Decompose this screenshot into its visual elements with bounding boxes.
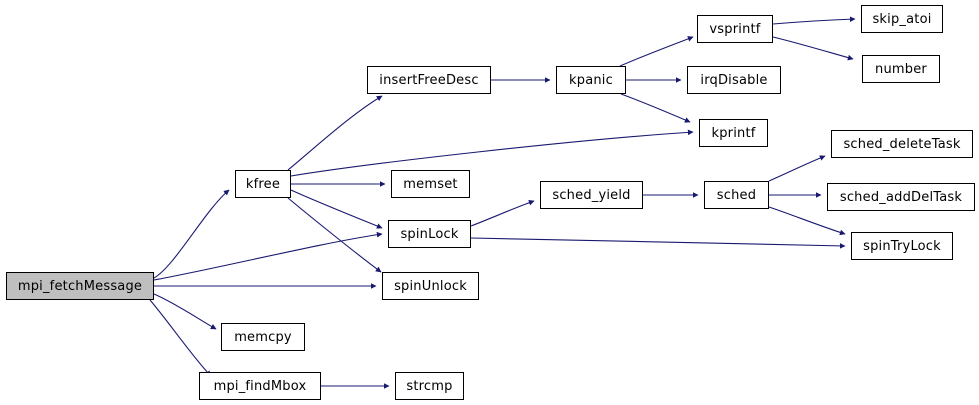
edge-kpanic-to-vsprintf <box>619 36 694 67</box>
graph-node-skip_atoi[interactable]: skip_atoi <box>861 5 943 33</box>
graph-node-label: number <box>875 61 927 77</box>
graph-node-kfree[interactable]: kfree <box>235 170 291 198</box>
graph-node-number[interactable]: number <box>862 55 940 83</box>
graph-node-sched_yield[interactable]: sched_yield <box>540 181 643 209</box>
edge-kfree-to-kprintf <box>290 129 694 177</box>
graph-node-irqDisable[interactable]: irqDisable <box>687 66 781 94</box>
edge-kfree-to-insertFreeDesc <box>287 95 383 171</box>
graph-node-label: irqDisable <box>700 72 768 88</box>
edge-spinLock-to-spinTryLock <box>470 237 846 249</box>
graph-node-sched_addDelTask[interactable]: sched_addDelTask <box>827 183 975 211</box>
edge-kfree-to-spinUnlock <box>287 197 382 273</box>
edge-sched-to-spinTryLock <box>768 206 846 236</box>
graph-node-strcmp[interactable]: strcmp <box>395 372 464 400</box>
graph-node-memcpy[interactable]: memcpy <box>221 323 305 351</box>
edge-vsprintf-to-skip_atoi <box>772 16 856 25</box>
edge-kpanic-to-kprintf <box>620 93 691 123</box>
graph-node-label: mpi_findMbox <box>213 378 307 394</box>
graph-node-kpanic[interactable]: kpanic <box>556 66 626 94</box>
edge-mpi_fetchMessage-to-kfree <box>153 189 230 279</box>
graph-node-label: memset <box>403 176 458 192</box>
graph-node-spinUnlock[interactable]: spinUnlock <box>382 272 479 300</box>
graph-node-label: kpanic <box>569 72 613 88</box>
graph-node-sched_deleteTask[interactable]: sched_deleteTask <box>831 130 973 158</box>
graph-node-spinLock[interactable]: spinLock <box>388 220 471 248</box>
edge-sched-to-sched_deleteTask <box>768 155 826 182</box>
graph-node-insertFreeDesc[interactable]: insertFreeDesc <box>367 66 491 94</box>
graph-node-memset[interactable]: memset <box>391 170 470 198</box>
edge-kfree-to-spinLock <box>290 189 383 229</box>
graph-node-label: sched <box>716 187 757 203</box>
graph-node-kprintf[interactable]: kprintf <box>699 119 768 147</box>
graph-node-label: sched_deleteTask <box>843 136 961 152</box>
graph-node-label: vsprintf <box>709 21 761 37</box>
graph-node-spinTryLock[interactable]: spinTryLock <box>851 232 953 260</box>
graph-node-label: kfree <box>245 176 281 192</box>
graph-node-label: sched_yield <box>552 187 631 203</box>
graph-node-mpi_findMbox[interactable]: mpi_findMbox <box>199 372 321 400</box>
edge-mpi_fetchMessage-to-memcpy <box>153 293 217 330</box>
edge-vsprintf-to-number <box>772 36 854 61</box>
edge-mpi_fetchMessage-to-mpi_findMbox <box>149 299 212 377</box>
graph-node-label: spinTryLock <box>863 238 941 254</box>
graph-node-label: strcmp <box>406 378 453 394</box>
graph-node-label: spinLock <box>400 226 459 242</box>
graph-node-label: sched_addDelTask <box>839 189 963 205</box>
edge-spinLock-to-sched_yield <box>470 200 535 227</box>
graph-node-label: memcpy <box>234 329 292 345</box>
graph-node-vsprintf[interactable]: vsprintf <box>697 15 773 43</box>
edge-mpi_fetchMessage-to-spinLock <box>153 231 383 281</box>
graph-node-label: skip_atoi <box>872 11 932 27</box>
graph-node-label: kprintf <box>711 125 756 141</box>
graph-node-label: spinUnlock <box>394 278 467 294</box>
graph-node-mpi_fetchMessage[interactable]: mpi_fetchMessage <box>6 272 154 300</box>
graph-node-label: mpi_fetchMessage <box>17 278 143 294</box>
graph-node-label: insertFreeDesc <box>379 72 479 88</box>
graph-node-sched[interactable]: sched <box>704 181 769 209</box>
